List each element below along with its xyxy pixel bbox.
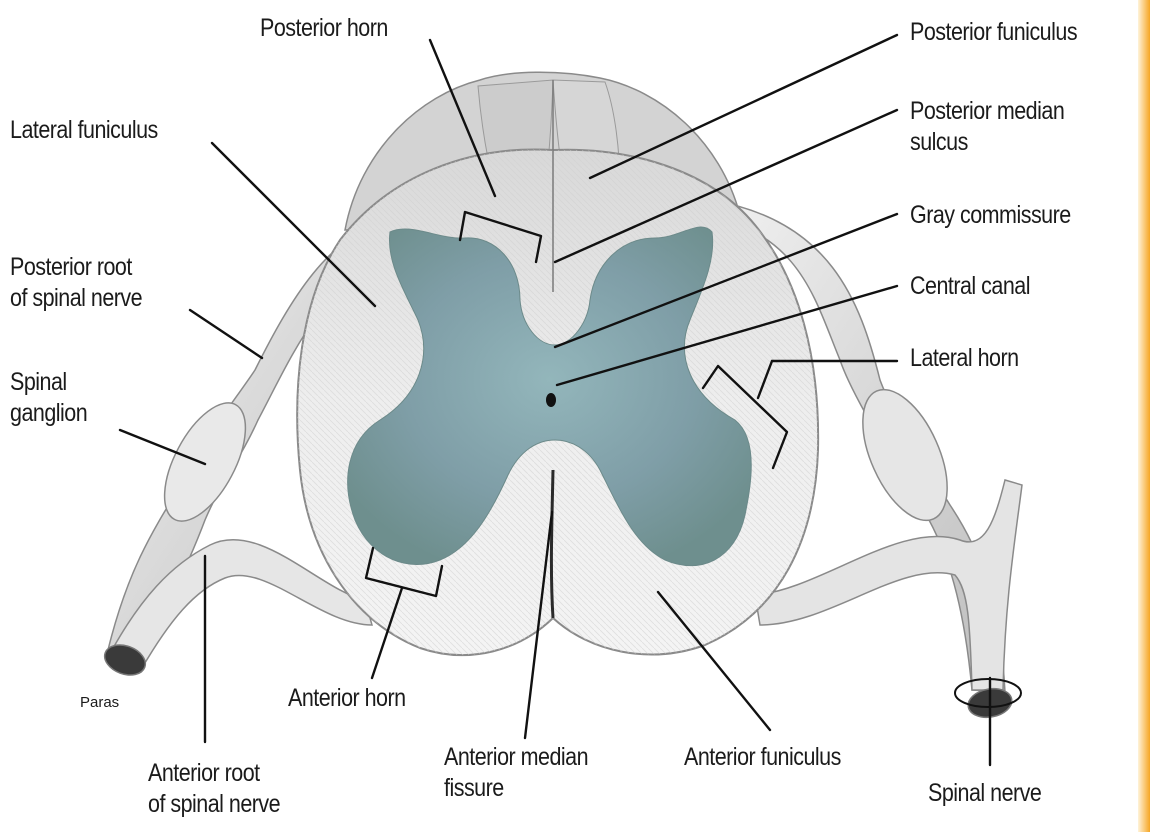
label-posterior-root: Posterior root of spinal nerve	[10, 252, 142, 314]
label-central-canal: Central canal	[910, 271, 1030, 302]
label-posterior-funiculus: Posterior funiculus	[910, 17, 1077, 48]
label-posterior-horn: Posterior horn	[260, 13, 388, 44]
label-anterior-root: Anterior root of spinal nerve	[148, 758, 280, 820]
anterior-median-fissure-groove	[551, 470, 553, 618]
label-lateral-funiculus: Lateral funiculus	[10, 115, 158, 146]
label-anterior-horn: Anterior horn	[288, 683, 406, 714]
label-anterior-funiculus: Anterior funiculus	[684, 742, 841, 773]
label-posterior-median-sulcus: Posterior median sulcus	[910, 96, 1064, 158]
label-spinal-ganglion: Spinal ganglion	[10, 367, 87, 429]
label-anterior-median-fissure: Anterior median fissure	[444, 742, 588, 804]
central-canal-dot	[546, 393, 556, 407]
label-lateral-horn: Lateral horn	[910, 343, 1019, 374]
label-gray-commissure: Gray commissure	[910, 200, 1071, 231]
credit-text: Paras	[80, 694, 119, 712]
label-spinal-nerve: Spinal nerve	[928, 778, 1041, 809]
